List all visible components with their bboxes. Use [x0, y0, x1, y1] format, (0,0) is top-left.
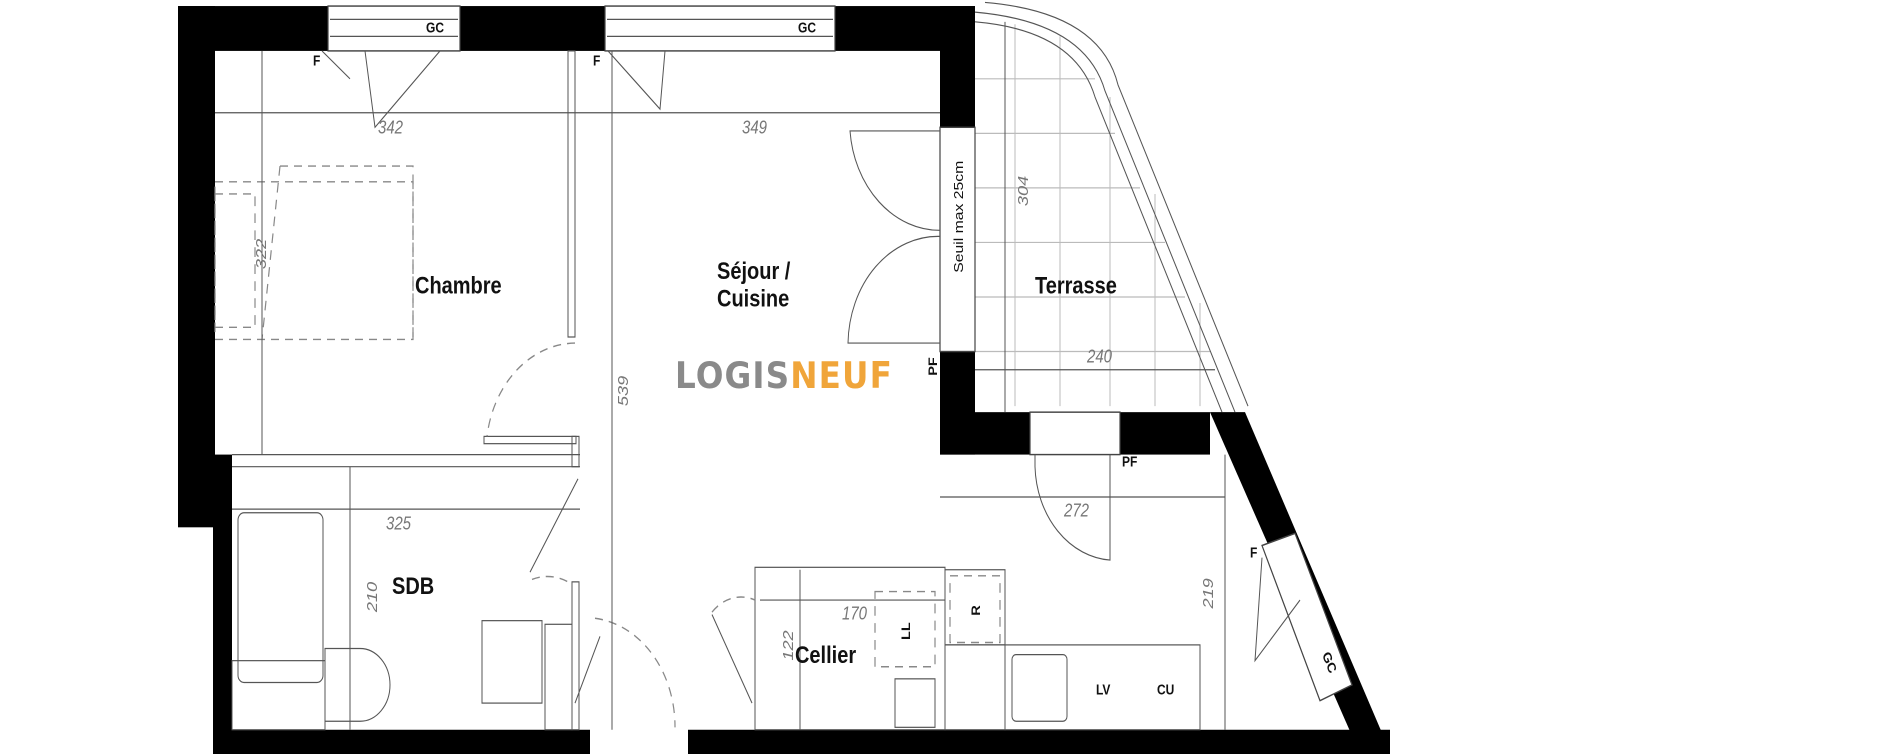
dim-cellier-depth: 122 [780, 630, 797, 661]
room-label-chambre: Chambre [415, 272, 502, 299]
window-right [1261, 532, 1353, 702]
dim-cellier-width: 170 [842, 603, 868, 624]
label-r: R [969, 605, 982, 616]
furniture [214, 165, 1068, 731]
dim-entry-width: 272 [1063, 500, 1090, 521]
label-ll: LL [899, 622, 912, 640]
dim-sejour-width: 349 [742, 117, 767, 138]
dim-sejour-depth: 539 [615, 376, 632, 406]
label-gc: GC [426, 20, 444, 36]
label-gc: GC [798, 20, 816, 36]
dim-entry-depth: 219 [1200, 578, 1217, 609]
partitions [232, 50, 1201, 731]
label-cu: CU [1157, 682, 1174, 698]
label-f: F [593, 52, 600, 68]
window-terrace-door [939, 126, 976, 353]
label-lv: LV [1096, 682, 1111, 698]
room-label-terrasse: Terrasse [1035, 272, 1117, 299]
label-f: F [1250, 545, 1257, 561]
dimension-lines [215, 21, 1226, 730]
logo-part-logis: LOGIS [675, 354, 790, 397]
dim-chambre-width: 342 [378, 117, 404, 138]
room-label-cuisine: Cuisine [717, 285, 789, 312]
logo-part-neuf: NEUF [790, 354, 893, 397]
room-label-sdb: SDB [392, 572, 434, 599]
room-label-cellier: Cellier [795, 641, 856, 668]
terrace-tiles [975, 24, 1210, 407]
room-label-sejour: Séjour / [717, 257, 790, 284]
dim-sdb-width: 325 [386, 513, 412, 534]
terrace-railing [974, 11, 1236, 413]
window-chambre [327, 5, 461, 52]
label-pf: PF [926, 357, 939, 376]
threshold-note: Seuil max 25cm [952, 161, 966, 273]
window-sejour [604, 5, 836, 52]
dim-sdb-depth: 210 [364, 581, 381, 613]
dim-chambre-depth: 322 [253, 238, 270, 269]
label-pf: PF [1122, 454, 1137, 470]
dim-terrasse-width: 240 [1086, 346, 1113, 367]
dim-terrasse-depth: 304 [1015, 176, 1032, 206]
label-f: F [313, 52, 320, 68]
